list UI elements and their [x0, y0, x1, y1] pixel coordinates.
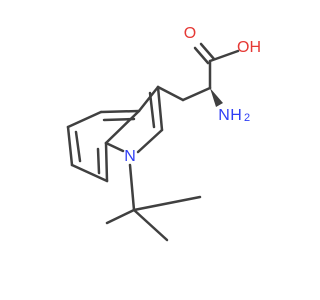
amine-subscript-label: 2	[244, 112, 250, 124]
stereo-wedge-bond	[210, 88, 223, 107]
c3a-c4-double-bond	[102, 117, 136, 122]
n1-c7a-bond	[104, 141, 125, 153]
carbonyl-double-bond	[193, 46, 210, 65]
c4-c5-bond	[66, 110, 103, 129]
c3a-c7a-bond	[104, 109, 141, 145]
molecule-structure: O OH N H 2 N	[66, 25, 261, 242]
c7-c7a-double-bond	[96, 147, 101, 175]
c5-c6-bond	[66, 125, 74, 167]
c5-c6-double-bond	[74, 130, 82, 163]
hydroxyl-label: OH	[237, 39, 261, 56]
c3-c3a-bond	[137, 85, 160, 113]
c3-c2-double-bond	[148, 91, 156, 129]
alpha-ch2-bond	[181, 86, 212, 102]
c3-c2-bond	[156, 85, 164, 132]
tbutyl-methyl-2-bond	[132, 208, 169, 242]
structure-canvas: O OH N H 2 N	[66, 25, 261, 242]
c6-c7-bond	[70, 163, 109, 183]
tbutyl-methyl-1-bond	[132, 195, 202, 212]
indole-nitrogen-label: N	[124, 148, 136, 165]
c3a-c4-bond	[99, 109, 141, 114]
carbonyl-bond	[199, 42, 216, 61]
tbutyl-methyl-3-bond	[105, 208, 136, 225]
amine-nitrogen-label: N	[218, 107, 230, 124]
n1-tbutyl-bond	[128, 163, 136, 212]
c7-c7a-bond	[104, 141, 109, 183]
carbonyl-oxygen-label: O	[184, 25, 196, 42]
ch2-ring-bond	[156, 85, 185, 102]
amine-hydrogen-label: H	[230, 107, 242, 124]
c2-n1-bond	[136, 128, 164, 154]
acid-carbon-bond	[208, 49, 240, 63]
